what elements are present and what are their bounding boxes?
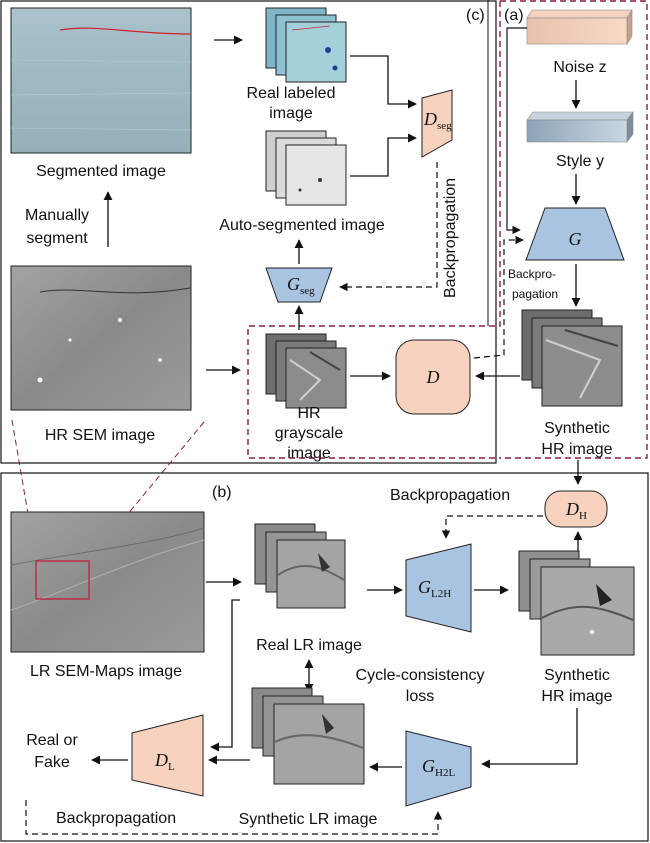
- synthetic-hr-image-stack-b: [518, 550, 635, 656]
- d-node: [395, 339, 471, 415]
- backprop-vertical-label: Backpropagation: [442, 178, 459, 298]
- style-y-label: Style y: [556, 153, 604, 170]
- arrow-autoseg-to-dseg: [350, 133, 417, 177]
- hr-grayscale-caption-2: grayscale: [275, 425, 344, 442]
- arrow-real-lr-to-dl: [210, 599, 240, 752]
- hr-sem-image-caption: HR SEM image: [45, 427, 155, 444]
- d-l-trapezoid: [131, 714, 204, 797]
- backprop-a-label-1: Backpro-: [508, 267, 556, 281]
- panel-b-frame: [0, 472, 649, 842]
- real-lr-caption: Real LR image: [256, 637, 362, 654]
- noise-z-label: Noise z: [553, 59, 606, 76]
- cycle-consistency-label-2: loss: [406, 688, 434, 705]
- arrow-noise-to-g: [506, 27, 527, 235]
- auto-segmented-caption: Auto-segmented image: [219, 217, 385, 234]
- manually-segment-label-2: segment: [26, 230, 88, 247]
- synthetic-hr-b-caption-2: HR image: [541, 688, 612, 705]
- hr-grayscale-image-stack: [265, 333, 347, 409]
- manually-segment-label-1: Manually: [25, 207, 89, 224]
- real-labeled-image-stack: [265, 7, 347, 83]
- synthetic-lr-image-stack: [251, 687, 365, 785]
- auto-segmented-image-stack: [265, 130, 347, 206]
- synthetic-hr-a-caption-1: Synthetic: [544, 420, 610, 437]
- cycle-consistency-label-1: Cycle-consistency: [356, 667, 485, 684]
- real-or-fake-label-2: Fake: [34, 754, 70, 771]
- panel-a-dashed-frame: [500, 0, 648, 459]
- g-trapezoid: [525, 207, 625, 261]
- hr-grayscale-caption-3: image: [287, 445, 331, 462]
- d-node-label: D: [426, 367, 440, 387]
- g-seg-label: Gseg: [287, 274, 315, 297]
- hr-grayscale-caption-1: HR: [297, 405, 320, 422]
- backprop-dh-to-gl2h: [441, 515, 543, 539]
- zoom-region-box: [35, 560, 90, 600]
- backprop-a-label-2: pagation: [512, 287, 558, 301]
- backprop-b-bottom-label: Backpropagation: [56, 810, 176, 827]
- real-labeled-caption-1: Real labeled: [247, 85, 336, 102]
- backprop-d-to-g: [473, 235, 524, 359]
- dh-label: DH: [565, 499, 587, 522]
- noise-z-box: [526, 8, 633, 46]
- backprop-dl-to-gh2l: [25, 800, 443, 835]
- lr-sem-maps-caption: LR SEM-Maps image: [30, 663, 182, 680]
- g-l2h-trapezoid: [405, 543, 472, 633]
- style-y-box: [526, 111, 634, 143]
- synthetic-hr-image-stack-a: [521, 309, 623, 407]
- segmented-image-caption: Segmented image: [36, 163, 166, 180]
- lr-sem-maps-image: [10, 511, 205, 653]
- panel-a-label: (a): [504, 7, 524, 24]
- panel-b-label: (b): [212, 484, 232, 501]
- real-labeled-caption-2: image: [269, 105, 313, 122]
- dh-node: [544, 490, 608, 528]
- panel-c-label: (c): [466, 7, 485, 24]
- d-l-label: DL: [154, 750, 175, 773]
- g-seg-trapezoid: [265, 267, 333, 303]
- arrow-synth-hr-to-gh2l: [481, 708, 578, 769]
- hr-sem-image: [10, 265, 192, 411]
- g-l2h-label: GL2H: [418, 577, 451, 600]
- zoom-line-left: [11, 419, 37, 562]
- backprop-b-top-label: Backpropagation: [390, 487, 510, 504]
- g-h2l-label: GH2L: [422, 756, 455, 779]
- segmented-image: [10, 7, 192, 154]
- arrow-labeled-to-dseg: [350, 55, 417, 109]
- real-or-fake-label-1: Real or: [26, 732, 78, 749]
- panel-c-frame: [0, 0, 497, 464]
- synthetic-hr-a-caption-2: HR image: [541, 441, 612, 458]
- gan-dashed-frame: [247, 1, 501, 459]
- backprop-dseg-to-gseg: [339, 162, 438, 292]
- g-label: G: [569, 229, 582, 249]
- synthetic-lr-caption: Synthetic LR image: [239, 811, 378, 828]
- real-lr-image-stack: [254, 523, 346, 609]
- d-seg-trapezoid: [421, 89, 453, 158]
- g-h2l-trapezoid: [405, 730, 472, 807]
- synthetic-hr-b-caption-1: Synthetic: [544, 667, 610, 684]
- d-seg-label: Dseg: [423, 109, 452, 132]
